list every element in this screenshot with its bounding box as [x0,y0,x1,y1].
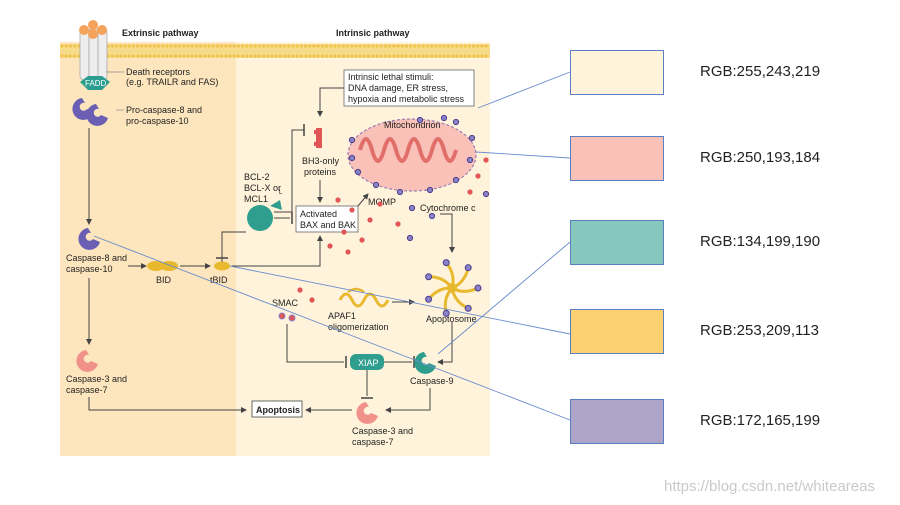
cell-membrane [60,44,490,58]
watermark: https://blog.csdn.net/whiteareas [664,478,875,495]
bax-box [295,205,359,233]
tbid-icon [214,261,230,271]
stimuli-line3: hypoxia and metabolic stress [348,94,465,104]
smac-label: SMAC [272,298,299,308]
bcl-line3: MCL1 [244,194,268,204]
caspase8-line2: caspase-10 [66,264,113,274]
swatch-5-label: RGB:172,165,199 [700,412,821,429]
released-protein-dots [297,157,490,303]
swatch-connectors [93,71,571,421]
death-receptor-icon [79,20,108,81]
bax-line2: BAX and BAK [300,220,356,230]
tbid-label: tBID [210,275,228,285]
swatch-1-label: RGB:255,243,219 [700,63,821,80]
apoptosis-label: Apoptosis [256,405,300,415]
stimuli-line1: Intrinsic lethal stimuli: [348,72,434,82]
procaspase-line1: Pro-caspase-8 and [126,105,202,115]
intrinsic-title: Intrinsic pathway [336,28,410,38]
cytochrome-label: Cytochrome c [420,203,476,213]
momp-label: MOMP [368,197,396,207]
bcl-line1: BCL-2 [244,172,270,182]
swatch-3 [570,220,664,265]
apoptosome-icon [425,259,482,317]
mitochondrion-label: Mitochondrion [384,120,441,130]
swatch-4 [570,309,664,354]
bh3-icon [314,128,322,148]
death-receptors-line1: Death receptors [126,67,191,77]
bcl-subscript: L [279,190,283,196]
swatch-4-label: RGB:253,209,113 [700,322,819,339]
procaspase-line2: pro-caspase-10 [126,116,189,126]
bcl2-icon [247,200,282,231]
connector-5 [93,235,571,421]
caspase3-left-icon [76,350,98,372]
connector-3 [437,241,571,355]
swatch-5 [570,399,664,444]
connector-2 [475,151,571,159]
intrinsic-panel [236,42,490,456]
xiap-icon [350,354,384,370]
mitochondrion-dots [348,114,476,196]
fadd-icon: FADD [80,76,110,90]
apaf1-line1: APAF1 [328,311,356,321]
swatch-2-label: RGB:250,193,184 [700,149,821,166]
apaf1-line2: oligomerization [328,322,389,332]
swatch-2 [570,136,664,181]
caspase9-label: Caspase-9 [410,376,454,386]
extrinsic-title: Extrinsic pathway [122,28,199,38]
apaf1-icon [338,292,390,308]
caspase3-right-icon [356,402,378,424]
bid-label: BID [156,275,172,285]
caspase9-icon [414,352,436,374]
smac-dots [278,312,296,322]
caspase3-right-line1: Caspase-3 and [352,426,413,436]
death-receptors-line2: (e.g. TRAILR and FAS) [126,77,218,87]
caspase3-right-line2: caspase-7 [352,437,394,447]
apoptosis-box [251,400,303,418]
bcl-line2: BCL-X or [244,183,281,193]
xiap-label: XIAP [358,358,379,368]
caspase8-icon [78,228,100,250]
bax-line1: Activated [300,209,337,219]
caspase3-left-line1: Caspase-3 and [66,374,127,384]
mitochondrion-icon [347,118,477,192]
swatch-3-label: RGB:134,199,190 [700,233,821,250]
connector-1 [477,71,571,109]
swatch-1 [570,50,664,95]
apoptosome-label: Apoptosome [426,314,477,324]
connector-4 [229,265,571,335]
fadd-label: FADD [85,79,107,88]
bh3-line1: BH3-only [302,156,340,166]
procaspase-icon [72,98,108,126]
bh3-line2: proteins [304,167,337,177]
stimuli-line2: DNA damage, ER stress, [348,83,448,93]
caspase3-left-line2: caspase-7 [66,385,108,395]
caspase8-line1: Caspase-8 and [66,253,127,263]
